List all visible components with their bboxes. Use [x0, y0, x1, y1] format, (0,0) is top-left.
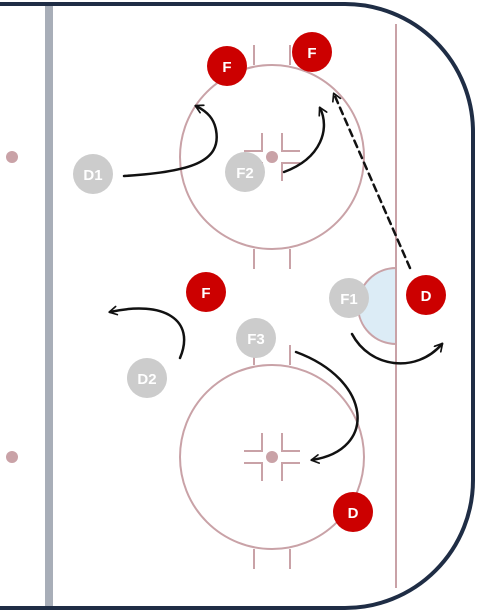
- svg-text:F: F: [307, 45, 316, 62]
- svg-text:D: D: [421, 288, 432, 305]
- arrow-d1: [122, 104, 218, 178]
- arrow-f2: [282, 106, 328, 174]
- movement-arrows: [108, 92, 444, 464]
- svg-text:D2: D2: [137, 371, 156, 388]
- faceoff-dot-bottom: [266, 451, 278, 463]
- offense-player-f-top-right: F: [292, 32, 332, 72]
- svg-text:D1: D1: [83, 167, 102, 184]
- svg-text:F1: F1: [340, 291, 358, 308]
- svg-text:F: F: [201, 285, 210, 302]
- faceoff-dot-top: [266, 151, 278, 163]
- offense-player-d-right: D: [406, 275, 446, 315]
- arrow-d2: [108, 305, 186, 360]
- arrow-f3: [294, 350, 359, 464]
- pass-line: [332, 92, 412, 270]
- neutral-zone-dot-top: [6, 151, 18, 163]
- offense-player-f-top-left: F: [207, 46, 247, 86]
- svg-text:F: F: [222, 59, 231, 76]
- svg-text:F2: F2: [236, 165, 254, 182]
- svg-text:D: D: [348, 505, 359, 522]
- blue-line: [45, 6, 53, 606]
- ghost-player-f1: F1: [329, 278, 369, 318]
- offense-player-d-bottom: D: [333, 492, 373, 532]
- offense-player-f-middle: F: [186, 272, 226, 312]
- ghost-player-f2: F2: [225, 152, 265, 192]
- neutral-zone-dot-bottom: [6, 451, 18, 463]
- ghost-player-f3: F3: [236, 318, 276, 358]
- ghost-player-d1: D1: [73, 154, 113, 194]
- faceoff-circle-bottom: [179, 345, 365, 569]
- arrow-f1: [350, 332, 444, 365]
- svg-text:F3: F3: [247, 331, 265, 348]
- ghost-player-d2: D2: [127, 358, 167, 398]
